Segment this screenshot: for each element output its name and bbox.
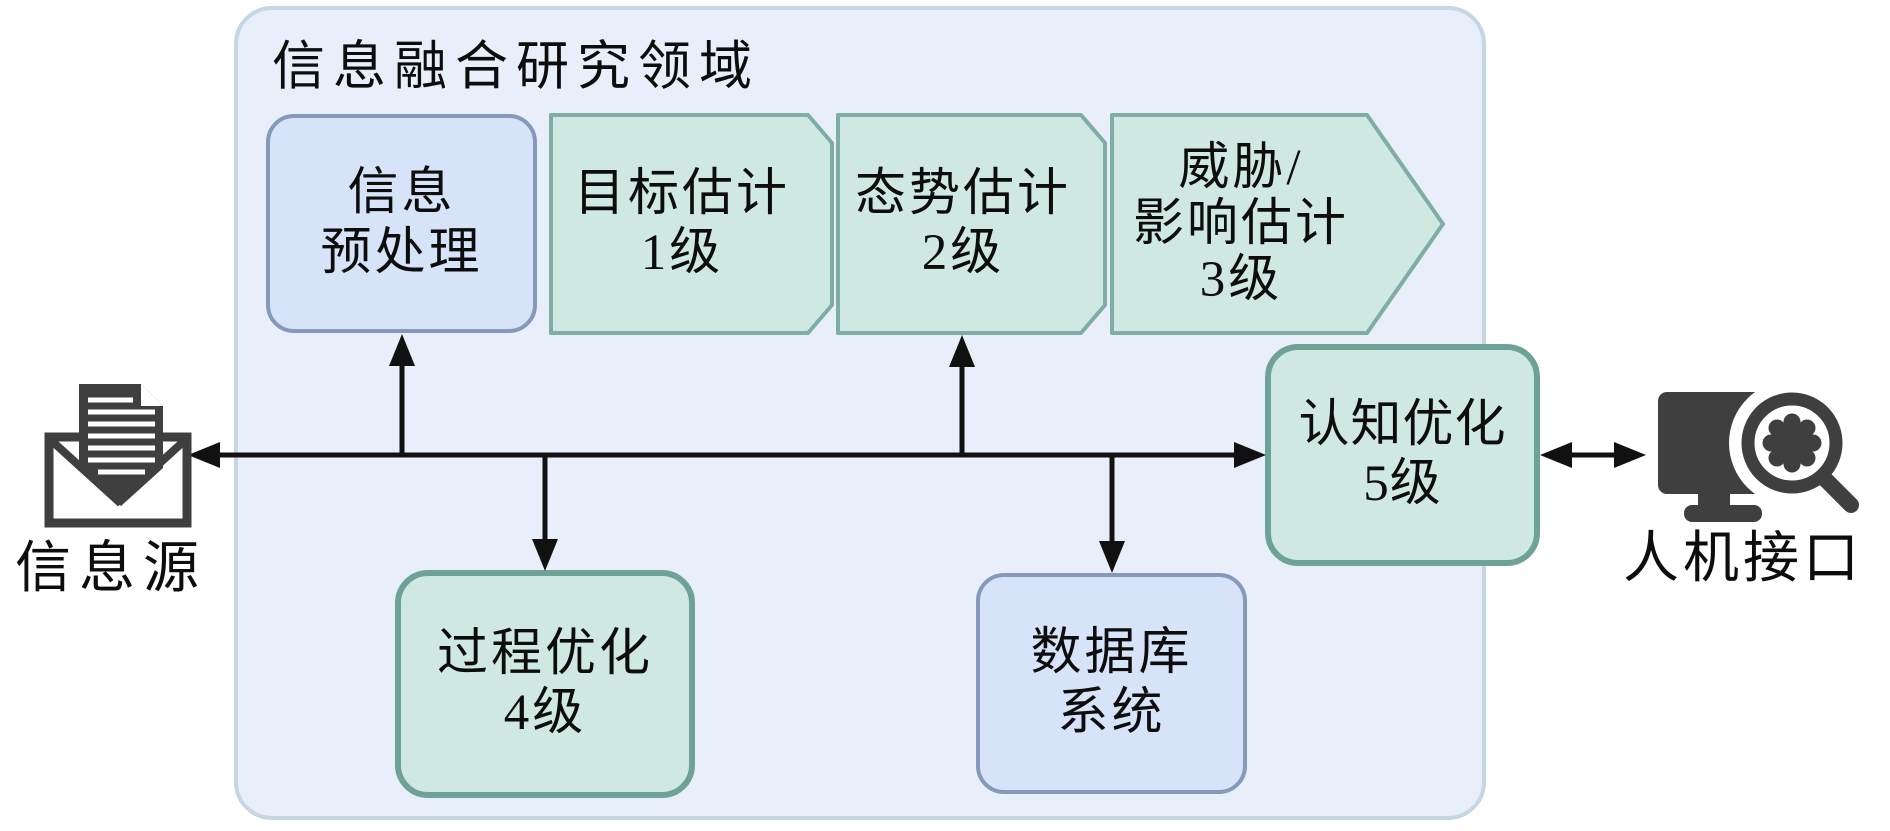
envelope-with-document-icon [44,384,192,528]
node-cognitive-optimization-label: 认知优化 5级 [1298,396,1507,512]
monitor-stand [1698,490,1730,508]
node-threat-estimation-shape [1110,113,1445,335]
node-threat-estimation-label: 威胁/ 影响估计 3级 [1132,139,1349,309]
bus-right-arrowhead [1234,442,1266,468]
bus-left-arrowhead [188,442,220,468]
node-cognitive-optimization-shape [1265,344,1540,566]
node-database-shape [976,573,1247,794]
node-process-optimization-shape [395,570,695,798]
node-target-estimation-shape [549,113,834,335]
bug-glyph [1762,413,1822,473]
node-process-optimization-label: 过程优化 4级 [436,625,653,741]
monitor-base [1684,505,1762,522]
node-situation-estimation-shape [836,113,1107,335]
arrow-down-process-optimization [532,455,558,571]
bus-double-arrow [188,442,1266,468]
arrow-up-situation [949,335,975,455]
monitor-with-magnifier-bug-icon [1658,380,1869,523]
arrow-up-preprocess [389,334,415,455]
magnifier-handle [1818,472,1859,513]
hmi-label: 人机接口 [1623,528,1863,591]
container-title: 信息融合研究领域 [272,38,760,96]
arrow-layer [188,334,1646,573]
node-preprocess-shape [266,114,537,333]
document-text-lines [88,397,155,475]
node-database-label: 数据库 系统 [1030,625,1193,741]
node-preprocess-label: 信息 预处理 [320,165,483,281]
arrow-down-database [1099,455,1125,573]
node-target-estimation-label: 目标估计 1级 [573,165,790,281]
node-situation-estimation-label: 态势估计 2级 [854,165,1071,281]
hmi-double-arrow [1540,442,1646,468]
information-source-label: 信息源 [15,538,207,601]
